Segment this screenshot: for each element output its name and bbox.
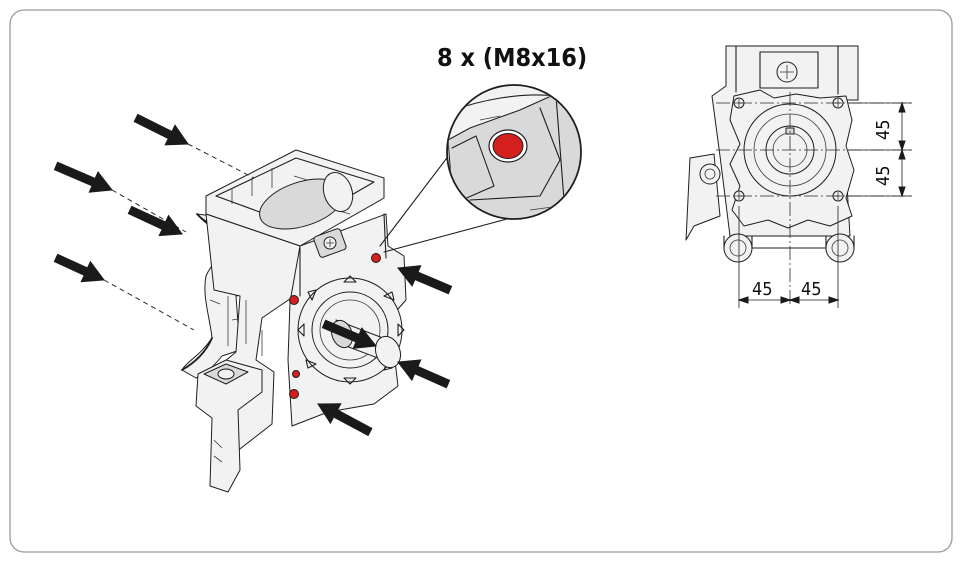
front-view-drawing (685, 45, 912, 306)
screw-hole-mid (289, 295, 299, 305)
push-arrow-icon (133, 113, 189, 146)
push-arrow-icon (317, 403, 373, 437)
push-arrow-icon (53, 161, 113, 193)
dim-vertical-upper: 45 (873, 119, 894, 140)
push-arrow-icon (397, 359, 451, 389)
gear-motor-assembly (181, 149, 407, 493)
screw-spec-label: 8 x (M8x16) (437, 43, 587, 72)
magnifier-callout (379, 84, 582, 253)
push-arrow-icon (53, 253, 105, 283)
screw-hole-bottom (289, 389, 299, 399)
push-arrow-icon (127, 205, 183, 237)
push-arrow-icon (397, 265, 453, 295)
dim-vertical-lower: 45 (873, 165, 894, 186)
push-arrow-icon (321, 319, 377, 349)
front-view-foot-right (825, 233, 855, 263)
screw-hole-top (371, 253, 381, 263)
front-view-foot-left (723, 233, 753, 263)
brand-logo-icon (776, 61, 798, 83)
dim-horizontal-left: 45 (752, 279, 773, 300)
push-arrows (53, 113, 453, 437)
screw-hole-side (292, 370, 300, 378)
dim-horizontal-right: 45 (801, 279, 822, 300)
terminal-box (195, 359, 263, 493)
highlighted-screw-hole (492, 133, 524, 159)
dimension-annotations: 45 45 45 45 (737, 101, 912, 308)
assembly-guide-lines (103, 143, 255, 331)
